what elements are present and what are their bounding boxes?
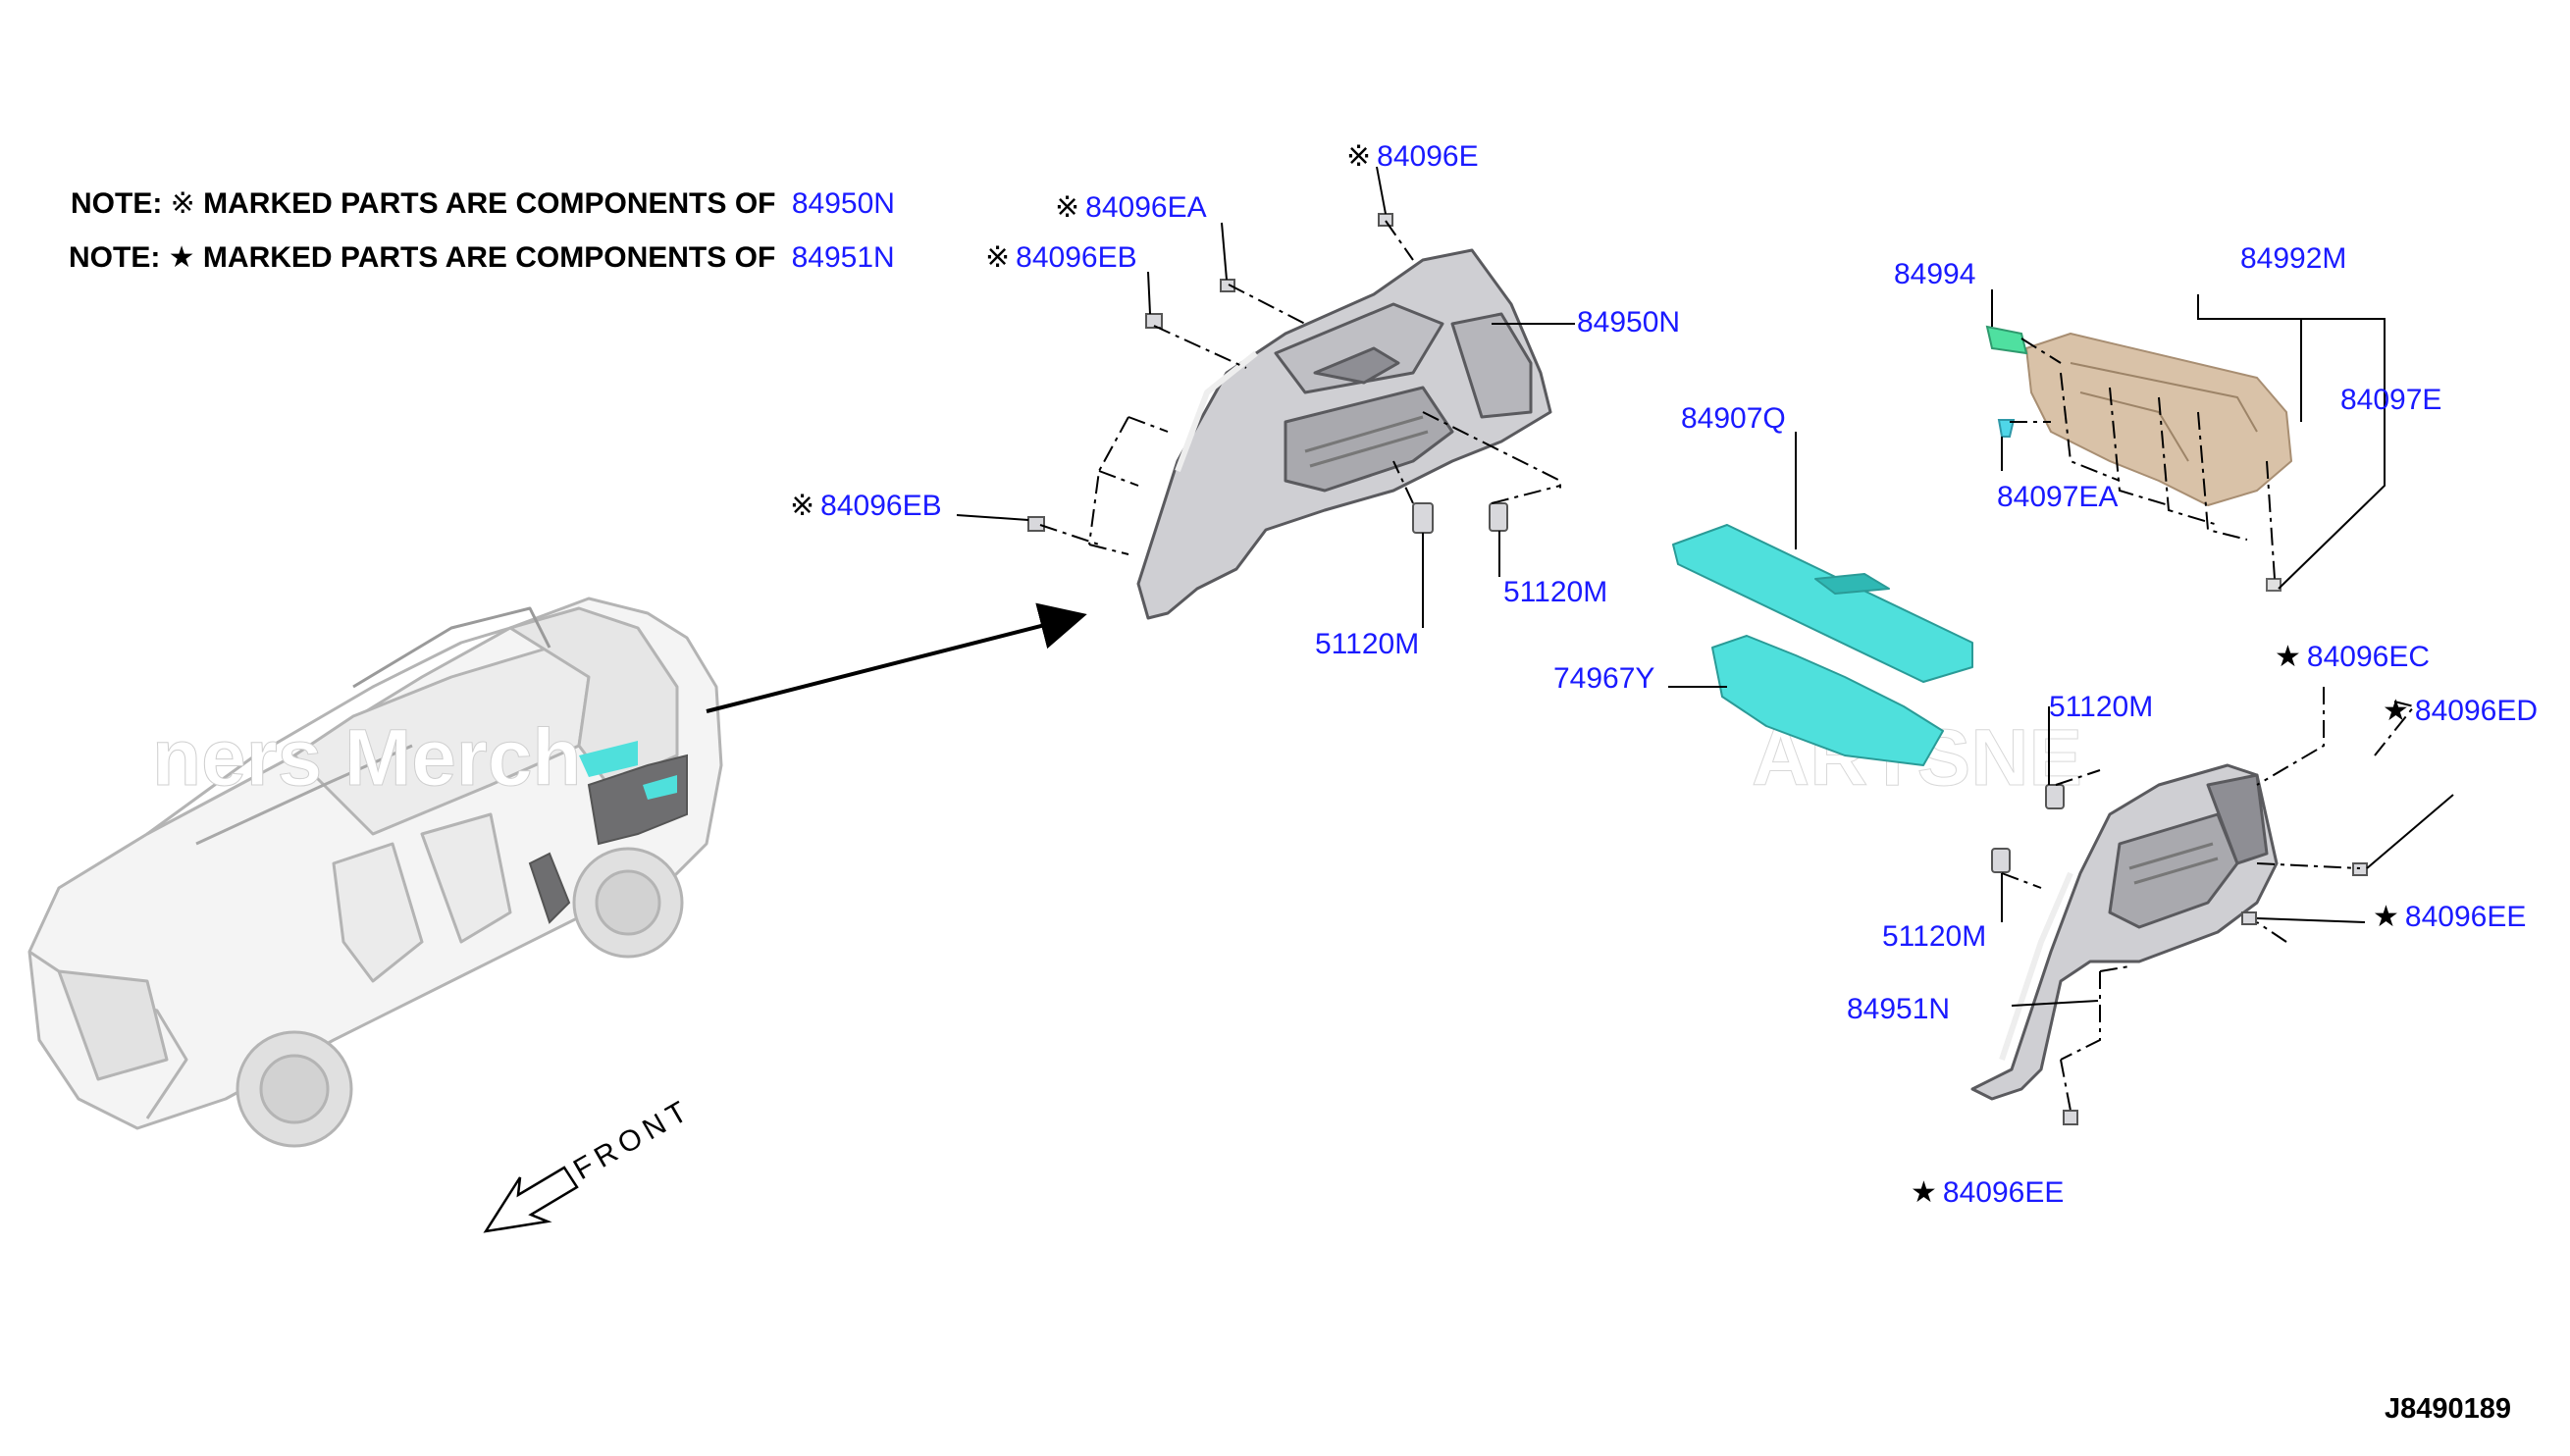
watermark-left: ners Merch (152, 713, 582, 803)
front-label: FRONT (568, 1093, 698, 1186)
front-direction-arrow (483, 1166, 579, 1233)
callout-code: 51120M (1315, 628, 1420, 660)
diagram-code: J8490189 (2385, 1393, 2512, 1425)
callout-84096EA[interactable]: ※84096EA (1055, 190, 1207, 225)
hook-51120M-b-icon (1489, 502, 1508, 532)
callout-code: 84096EE (2404, 901, 2527, 933)
callout-84097EA[interactable]: 84097EA (1997, 481, 2118, 514)
rear-shelf-84992M[interactable] (2025, 333, 2292, 506)
note-2-ref-link[interactable]: 84951N (791, 241, 895, 274)
hook-51120M-a-icon (1412, 502, 1434, 534)
callout-code: 84096EB (1016, 241, 1137, 274)
star-mark-icon: ★ (1911, 1176, 1937, 1209)
star-mark-icon: ★ (2275, 641, 2301, 673)
note-line-1: NOTE: ※ MARKED PARTS ARE COMPONENTS OF 8… (71, 186, 895, 221)
vehicle-trim-location (528, 754, 688, 924)
star-mark-icon: ★ (2383, 695, 2409, 727)
callout-74967Y[interactable]: 74967Y (1553, 662, 1654, 696)
callout-51120M-b[interactable]: 51120M (1503, 576, 1607, 609)
callout-code: 51120M (2049, 691, 2154, 723)
callout-84097E[interactable]: 84097E (2340, 384, 2441, 417)
note-1-ref-link[interactable]: 84950N (791, 187, 895, 220)
clip-84097E-icon (2266, 578, 2282, 592)
note-2-prefix: NOTE: (69, 241, 161, 274)
note-1-prefix: NOTE: (71, 187, 163, 220)
luggage-side-trim-right[interactable] (1970, 763, 2279, 1101)
note-line-2: NOTE: ★ MARKED PARTS ARE COMPONENTS OF 8… (69, 240, 895, 275)
callout-code: 84951N (1847, 993, 1951, 1025)
clip-84096E-icon (1378, 213, 1393, 227)
reference-mark-icon: ※ (790, 490, 815, 522)
callout-51120M-d[interactable]: 51120M (1882, 920, 1986, 954)
callout-code: 84992M (2240, 242, 2347, 275)
assembly-lines-shelf (2010, 338, 2276, 580)
callout-84096EC[interactable]: ★84096EC (2275, 640, 2430, 674)
callout-84096EB-left[interactable]: ※84096EB (790, 489, 942, 523)
callout-code: 84096E (1377, 140, 1479, 173)
assembly-lines-right (2001, 687, 2416, 1112)
star-mark-icon: ★ (2373, 901, 2399, 933)
callout-code: 51120M (1882, 920, 1987, 953)
callout-code: 84096EA (1085, 191, 1207, 224)
leader-lines-shelf (1991, 289, 2386, 590)
clip-84096EE-b-icon (2063, 1110, 2078, 1125)
callout-84096EB-top[interactable]: ※84096EB (985, 240, 1137, 275)
callout-84096E[interactable]: ※84096E (1346, 139, 1479, 174)
callout-code: 84096EB (820, 490, 942, 522)
clip-84096EB-top-icon (1145, 313, 1163, 329)
clip-84096EB-left-icon (1027, 516, 1045, 532)
callout-code: 51120M (1503, 576, 1608, 608)
leader-lines-right (2001, 706, 2454, 1007)
callout-84096EE-a[interactable]: ★84096EE (2373, 900, 2526, 934)
callout-code: 84096ED (2414, 695, 2539, 727)
note-1-text: MARKED PARTS ARE COMPONENTS OF (203, 187, 776, 220)
note-2-text: MARKED PARTS ARE COMPONENTS OF (202, 241, 776, 274)
luggage-board-84907Q[interactable] (1672, 524, 1973, 683)
clip-84096EA-icon (1220, 279, 1235, 292)
callout-code: 84097EA (1997, 481, 2119, 513)
hook-51120M-c-icon (2045, 784, 2065, 809)
callout-84950N[interactable]: 84950N (1577, 306, 1680, 339)
callout-84994[interactable]: 84994 (1894, 258, 1975, 291)
reference-mark-icon: ※ (985, 241, 1011, 274)
callout-84096ED[interactable]: ★84096ED (2383, 694, 2538, 728)
callout-84992M[interactable]: 84992M (2240, 242, 2346, 276)
callout-84951N[interactable]: 84951N (1847, 993, 1950, 1026)
leader-lines-left (956, 166, 1575, 628)
board-finisher-74967Y[interactable] (1711, 635, 1944, 766)
vehicle-highlight-location (579, 741, 677, 800)
callout-code: 84096EE (1942, 1176, 2065, 1209)
reference-mark-icon: ※ (170, 187, 195, 220)
reference-mark-icon: ※ (1055, 191, 1080, 224)
pin-84994-icon (1985, 325, 2028, 355)
clip-84096ED-icon (2352, 862, 2368, 876)
callout-84907Q[interactable]: 84907Q (1681, 402, 1786, 436)
callout-code: 84907Q (1681, 402, 1786, 435)
callout-51120M-c[interactable]: 51120M (2049, 691, 2153, 724)
callout-code: 84097E (2340, 384, 2442, 416)
star-mark-icon: ★ (168, 241, 195, 274)
clip-84097EA-icon (1997, 419, 2016, 438)
callout-code: 74967Y (1553, 662, 1655, 695)
callout-51120M-a[interactable]: 51120M (1315, 628, 1419, 661)
callout-code: 84950N (1577, 306, 1681, 338)
luggage-side-trim-left[interactable] (1136, 248, 1552, 620)
callout-84096EE-b[interactable]: ★84096EE (1911, 1175, 2064, 1210)
callout-code: 84096EC (2306, 641, 2431, 673)
callout-code: 84994 (1894, 258, 1976, 290)
location-arrow (706, 602, 1087, 713)
assembly-lines-left (1039, 220, 1561, 555)
clip-84096EE-a-icon (2241, 911, 2257, 925)
hook-51120M-d-icon (1991, 848, 2011, 873)
leader-lines-board (1668, 432, 1797, 688)
reference-mark-icon: ※ (1346, 140, 1372, 173)
vehicle-ghost-illustration (27, 597, 723, 1148)
